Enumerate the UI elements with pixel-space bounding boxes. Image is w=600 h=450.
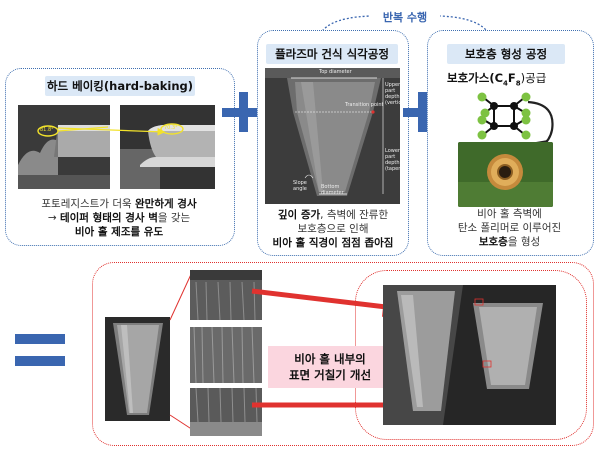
sem-plasma-etch: Top diameter Transition point Upper part…: [265, 68, 400, 204]
result-label-line1: 비아 홀 내부의: [294, 352, 366, 366]
upper-depth-label: Upper part depth (vertical): [385, 82, 400, 106]
protect-caption-line1: 비아 홀 측벽에: [477, 208, 542, 220]
hardbake-caption: 포토레지스트가 더욱 완만하게 경사 → 테이퍼 형태의 경사 벽을 갖는 비아…: [12, 197, 226, 239]
top-diameter-label: Top diameter: [319, 69, 352, 75]
sem-via-large: [383, 285, 556, 425]
plasma-caption-line3: 비아 홀 직경이 점점 좁아짐: [272, 237, 394, 249]
plasma-caption-line2: 보호층으로 인해: [297, 223, 369, 235]
bottom-diameter-label: Bottom diameter: [321, 184, 344, 196]
hardbake-caption-line1: 포토레지스트가 더욱 완만하게 경사: [41, 198, 197, 210]
hardbake-title: 하드 베이킹(hard-baking): [45, 76, 195, 96]
sem-via-small: [105, 317, 170, 421]
pcb-via-image: [458, 142, 553, 207]
c4f8-molecule-icon: [477, 92, 531, 140]
red-arrow-icon: [252, 396, 400, 414]
protect-caption: 비아 홀 측벽에 탄소 폴리머로 이루어진 보호층을 형성: [432, 207, 587, 249]
hardbake-arrow: [57, 127, 166, 136]
zoom-lines: [169, 269, 194, 431]
hardbake-caption-line3: 비아 홀 제조를 유도: [74, 226, 164, 238]
result-outer-box: [92, 262, 594, 446]
hardbake-caption-line2: → 테이퍼 형태의 경사 벽을 갖는: [47, 212, 191, 224]
gas-supply-label: 보호가스(C4F8)공급: [447, 71, 547, 88]
equals-icon-lower: [15, 356, 65, 366]
sem-photoresist-before: 81.8°: [18, 105, 110, 189]
angle-before-label: 81.8°: [40, 127, 54, 133]
angle-after-label: 70.3°: [164, 125, 178, 131]
result-label-line2: 표면 거칠기 개선: [288, 368, 372, 382]
slope-angle-label: Slope angle: [293, 180, 307, 192]
repeat-label: 반복 수행: [370, 9, 440, 25]
protect-caption-line2: 탄소 폴리머로 이루어진: [457, 222, 562, 234]
sem-zoom-middle: [190, 327, 262, 383]
plus-icon-vertical: [239, 92, 248, 132]
sem-photoresist-after: 70.3°: [120, 105, 215, 189]
transition-point-label: Transition point: [345, 102, 384, 108]
protect-caption-line3: 보호층을 형성: [478, 236, 541, 248]
result-label: 비아 홀 내부의 표면 거칠기 개선: [268, 346, 392, 388]
sem-zoom-top: [190, 270, 262, 320]
plasma-caption-line1: 깊이 증가, 측벽에 잔류한: [277, 209, 389, 221]
lower-depth-label: Lower part depth (taper): [385, 148, 400, 172]
equals-icon: [15, 334, 65, 344]
sem-zoom-bottom: [190, 388, 262, 436]
plus-icon-vertical: [418, 92, 427, 132]
protect-title: 보호층 형성 공정: [447, 44, 565, 64]
plasma-title: 플라즈마 건식 식각공정: [266, 44, 398, 64]
repeat-arc: [317, 15, 493, 43]
red-arrow-icon: [251, 288, 400, 317]
plasma-caption: 깊이 증가, 측벽에 잔류한 보호층으로 인해 비아 홀 직경이 점점 좁아짐: [260, 208, 406, 250]
